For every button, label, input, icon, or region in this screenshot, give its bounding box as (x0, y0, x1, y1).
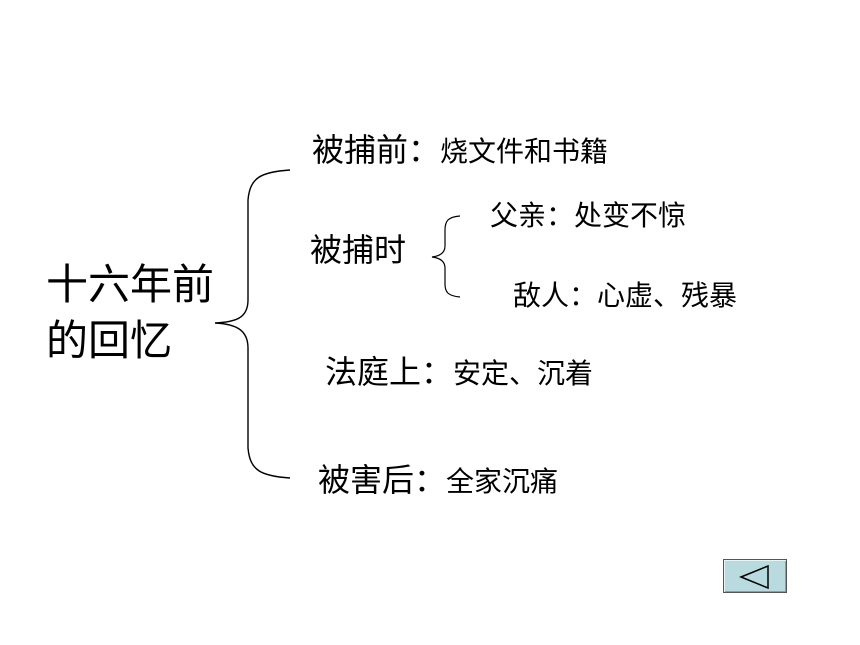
back-button[interactable] (723, 559, 787, 593)
branch-label: 被害后： (318, 461, 447, 499)
branch-label: 法庭上： (325, 353, 454, 391)
sub-branch-father: 父亲：处变不惊 (490, 202, 686, 230)
branch-during-arrest: 被捕时 (310, 231, 407, 269)
branch-text: 全家沉痛 (446, 465, 559, 498)
sub-branch-text: 处变不惊 (574, 199, 687, 232)
diagram-title-line1: 十六年前 (46, 260, 215, 309)
branch-label: 被捕前： (312, 131, 441, 169)
triangle-left-icon (739, 564, 769, 590)
branch-in-court: 法庭上：安定、沉着 (325, 356, 593, 388)
sub-brace (431, 215, 461, 298)
sub-branch-enemy: 敌人：心虚、残暴 (513, 282, 737, 310)
branch-text: 烧文件和书籍 (440, 135, 609, 168)
diagram-title-line2: 的回忆 (46, 316, 173, 365)
branch-before-arrest: 被捕前：烧文件和书籍 (312, 134, 608, 166)
sub-branch-label: 敌人： (513, 279, 598, 312)
sub-branch-label: 父亲： (490, 199, 575, 232)
branch-after-death: 被害后：全家沉痛 (318, 464, 558, 496)
branch-text: 安定、沉着 (453, 357, 594, 390)
sub-branch-text: 心虚、残暴 (597, 279, 738, 312)
